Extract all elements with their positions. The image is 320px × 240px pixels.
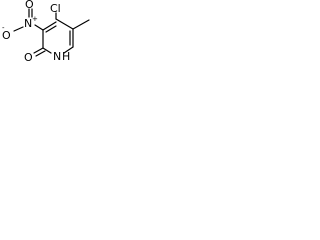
ring-nitrogen-label: N bbox=[53, 50, 61, 63]
carbonyl-oxygen-label: O bbox=[24, 51, 33, 64]
bond-c2-o bbox=[33, 47, 44, 54]
ring-hydrogen-label: H bbox=[62, 50, 70, 63]
chlorine-label: Cl bbox=[50, 2, 61, 15]
molecule-drawing: Cl O N + O - N H O bbox=[2, 0, 90, 64]
bond-c4-c5 bbox=[55, 18, 74, 30]
nitro-oxygen-left-label: O bbox=[2, 29, 11, 42]
bond-c3-nitro bbox=[34, 24, 44, 31]
bond-c6-n1 bbox=[63, 46, 74, 54]
bond-c3-c4 bbox=[42, 21, 57, 31]
nitro-oxygen-top-label: O bbox=[25, 0, 34, 11]
bond-c2-o-second bbox=[35, 50, 46, 57]
chemical-structure-diagram: Cl O N + O - N H O bbox=[0, 0, 101, 82]
nitro-nitrogen-charge: + bbox=[32, 15, 38, 23]
nitro-oxygen-left-charge: - bbox=[2, 24, 5, 32]
bond-n1-c2 bbox=[42, 47, 52, 54]
bond-c6-methyl bbox=[72, 19, 90, 30]
bond-nitro-o-left bbox=[13, 26, 24, 32]
nitro-nitrogen-label: N bbox=[24, 17, 32, 30]
bond-c3-c4-inner bbox=[45, 25, 57, 33]
